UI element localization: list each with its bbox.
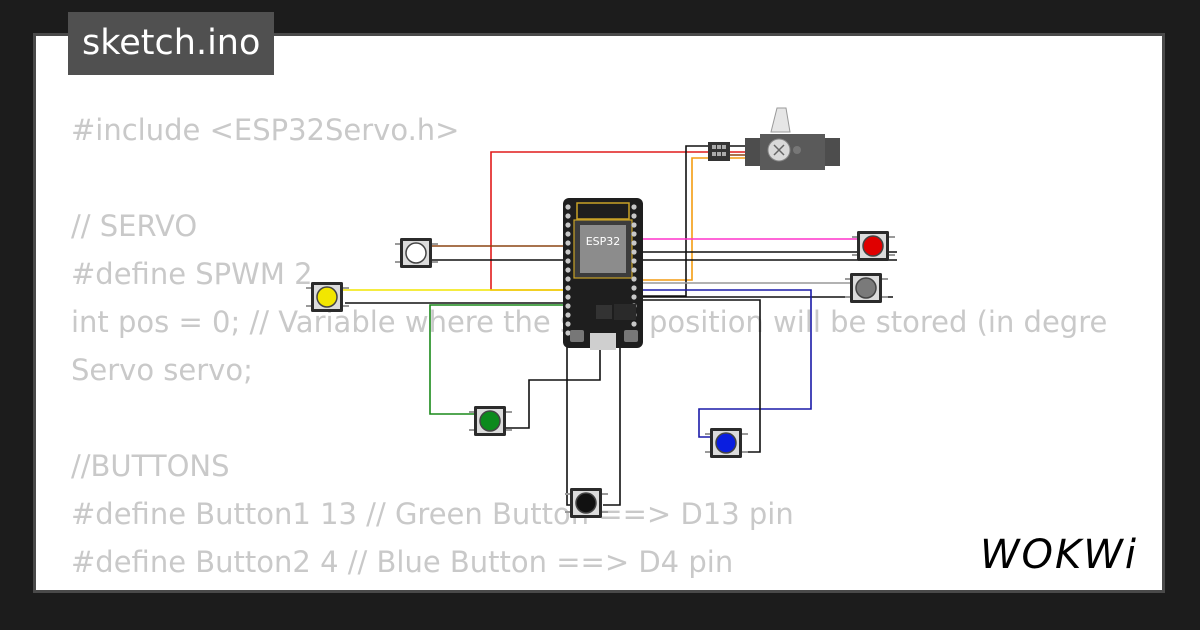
code-line: //BUTTONS [71, 449, 230, 483]
code-line: #include <ESP32Servo.h> [71, 113, 460, 147]
button-red-cap[interactable] [862, 235, 884, 257]
code-line: // SERVO [71, 209, 198, 243]
button-green-cap[interactable] [479, 410, 501, 432]
button-white-cap[interactable] [405, 242, 427, 264]
servo-horn [770, 107, 791, 133]
button-yellow-cap[interactable] [316, 286, 338, 308]
esp32-board[interactable]: ESP32 [563, 198, 643, 350]
button-white[interactable] [395, 238, 438, 268]
wires [312, 145, 897, 506]
wokwi-logo-text: WOKWi [980, 532, 1138, 576]
wire-black-btn [566, 330, 621, 506]
wire-blue [640, 289, 812, 438]
board-label: ESP32 [586, 235, 621, 248]
wire-green-gnd [505, 340, 601, 429]
button-blue-cap[interactable] [715, 432, 737, 454]
code-line: #define Button2 4 // Blue Button ==> D4 … [71, 545, 734, 579]
wire-orange [640, 157, 748, 281]
code-editor: #include <ESP32Servo.h> // SERVO #define S… [71, 106, 1107, 590]
code-line: Servo servo; [71, 353, 253, 387]
wire-black-servo [640, 145, 748, 297]
servo-motor[interactable] [708, 107, 840, 170]
button-yellow[interactable] [306, 282, 349, 312]
button-blue[interactable] [705, 428, 748, 458]
button-red[interactable] [852, 231, 895, 261]
usb-port [590, 333, 616, 350]
pushbuttons [306, 231, 895, 518]
button-black[interactable] [565, 488, 608, 518]
code-line: #define SPWM 2 [71, 257, 313, 291]
wokwi-logo: WOKWi [980, 532, 1138, 576]
button-gray[interactable] [845, 273, 888, 303]
file-tab[interactable]: sketch.ino [68, 12, 275, 75]
esp32-chip [580, 225, 626, 273]
code-line: #define Button1 13 // Green Button ==> D… [71, 497, 794, 531]
servo-connector [708, 142, 730, 161]
button-black-cap[interactable] [575, 492, 597, 514]
wire-blue-gnd [640, 299, 761, 453]
wire-green [429, 304, 567, 415]
button-gray-cap[interactable] [855, 277, 877, 299]
pin-header-left [565, 204, 571, 336]
button-green[interactable] [469, 406, 512, 436]
